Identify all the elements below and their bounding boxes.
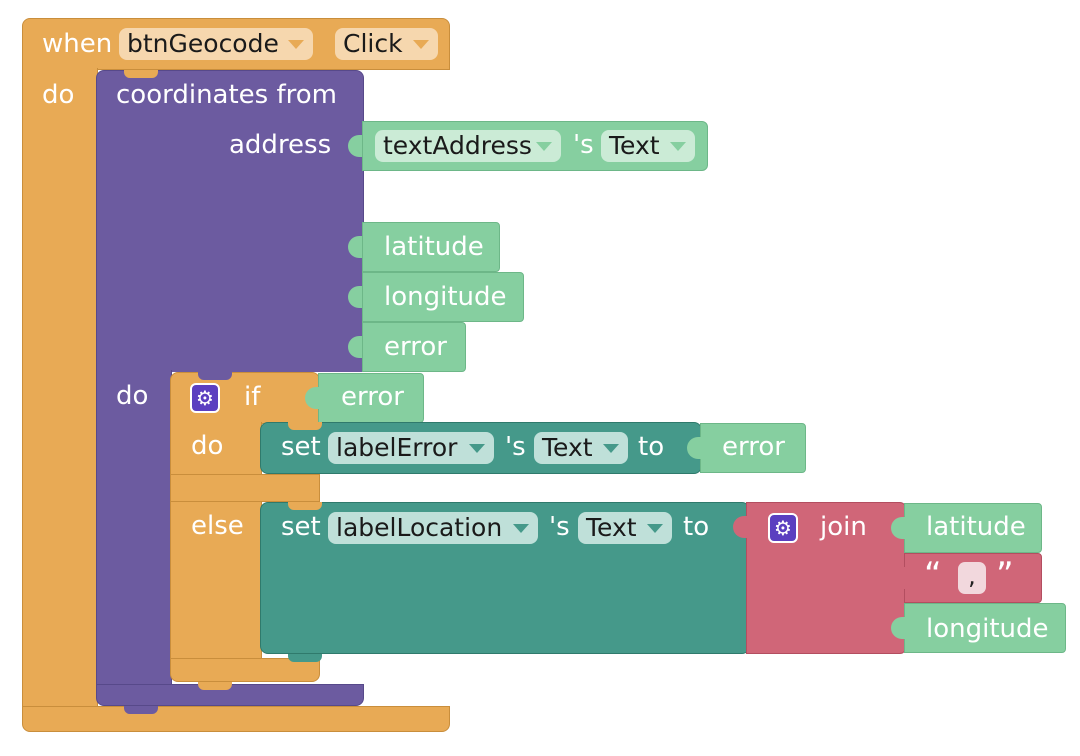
- component-name: labelLocation: [336, 513, 503, 542]
- component-dropdown-labelerror[interactable]: labelError: [328, 432, 494, 464]
- open-quote: “: [924, 555, 942, 595]
- possessive-label: 's: [505, 432, 526, 462]
- event-name: Click: [343, 29, 403, 58]
- set-labellocation-notch: [288, 502, 322, 510]
- socket-connector: [348, 135, 362, 157]
- component-dropdown-labellocation[interactable]: labelLocation: [328, 512, 538, 544]
- socket-connector: [891, 567, 905, 589]
- coordinates-do-label: do: [116, 381, 149, 411]
- socket-connector: [305, 387, 319, 409]
- chevron-down-icon: [670, 142, 686, 151]
- coordinates-block-spine: [96, 370, 172, 686]
- socket-connector: [348, 236, 362, 258]
- event-block-spine: [22, 68, 98, 710]
- property-name: Text: [609, 131, 660, 160]
- socket-connector: [348, 336, 362, 358]
- when-label: when: [42, 29, 113, 59]
- join-label: join: [820, 512, 867, 542]
- chevron-down-icon: [288, 40, 304, 49]
- output-longitude-label: longitude: [384, 282, 507, 312]
- property-dropdown-text[interactable]: Text: [534, 432, 628, 464]
- join-longitude-getter[interactable]: [904, 603, 1066, 653]
- component-name: labelError: [336, 433, 458, 462]
- chevron-down-icon: [647, 524, 663, 533]
- output-error-label: error: [384, 332, 447, 362]
- to-label: to: [683, 512, 710, 542]
- condition-error-label: error: [341, 382, 404, 412]
- gear-icon[interactable]: ⚙: [190, 383, 220, 413]
- join-longitude-label: longitude: [926, 614, 1049, 644]
- condition-error-getter[interactable]: [318, 373, 424, 423]
- event-do-label: do: [42, 80, 75, 110]
- gear-icon[interactable]: ⚙: [768, 513, 798, 543]
- error-value-getter[interactable]: [700, 423, 806, 473]
- event-block-footer: [22, 706, 450, 732]
- if-do-label: do: [191, 431, 224, 461]
- property-name: Text: [542, 433, 593, 462]
- component-name: textAddress: [383, 131, 532, 160]
- chevron-down-icon: [469, 444, 485, 453]
- if-block-middle: [170, 474, 320, 502]
- socket-connector: [891, 617, 905, 639]
- possessive-label: 's: [549, 512, 570, 542]
- socket-connector: [687, 437, 701, 459]
- output-error-block[interactable]: [362, 322, 466, 372]
- chevron-down-icon: [603, 444, 619, 453]
- set-labelerror-notch: [288, 422, 322, 430]
- chevron-down-icon: [413, 40, 429, 49]
- coordinates-block[interactable]: [96, 70, 364, 372]
- coordinates-top-notch: [124, 70, 158, 78]
- else-label: else: [191, 511, 244, 541]
- text-separator-value: ,: [968, 562, 976, 590]
- output-longitude-block[interactable]: [362, 272, 524, 322]
- socket-connector: [348, 286, 362, 308]
- set-label: set: [281, 432, 321, 462]
- coordinates-title: coordinates from: [116, 80, 337, 110]
- output-latitude-block[interactable]: [362, 222, 500, 272]
- set-label: set: [281, 512, 321, 542]
- join-latitude-label: latitude: [926, 512, 1026, 542]
- chevron-down-icon: [513, 524, 529, 533]
- component-dropdown-textaddress[interactable]: textAddress: [375, 130, 561, 162]
- to-label: to: [638, 432, 665, 462]
- socket-connector: [891, 517, 905, 539]
- property-dropdown-text[interactable]: Text: [578, 512, 672, 544]
- possessive-label: 's: [573, 130, 594, 160]
- if-bottom-notch: [198, 682, 232, 690]
- property-name: Text: [586, 513, 637, 542]
- socket-connector: [733, 516, 747, 538]
- component-dropdown-btngeocode[interactable]: btnGeocode: [119, 28, 313, 60]
- event-dropdown-click[interactable]: Click: [335, 28, 438, 60]
- component-name: btnGeocode: [127, 29, 279, 58]
- chevron-down-icon: [536, 142, 552, 151]
- output-latitude-label: latitude: [384, 232, 484, 262]
- set-labellocation-bottom-notch: [288, 654, 322, 662]
- coordinates-bottom-notch: [124, 706, 158, 714]
- if-label: if: [244, 382, 261, 412]
- property-dropdown-text[interactable]: Text: [601, 130, 695, 162]
- error-value-label: error: [722, 432, 785, 462]
- text-separator-field[interactable]: ,: [958, 562, 986, 594]
- if-block-footer: [170, 658, 320, 682]
- if-top-notch: [198, 372, 232, 380]
- address-label: address: [229, 130, 332, 160]
- close-quote: ”: [996, 555, 1014, 595]
